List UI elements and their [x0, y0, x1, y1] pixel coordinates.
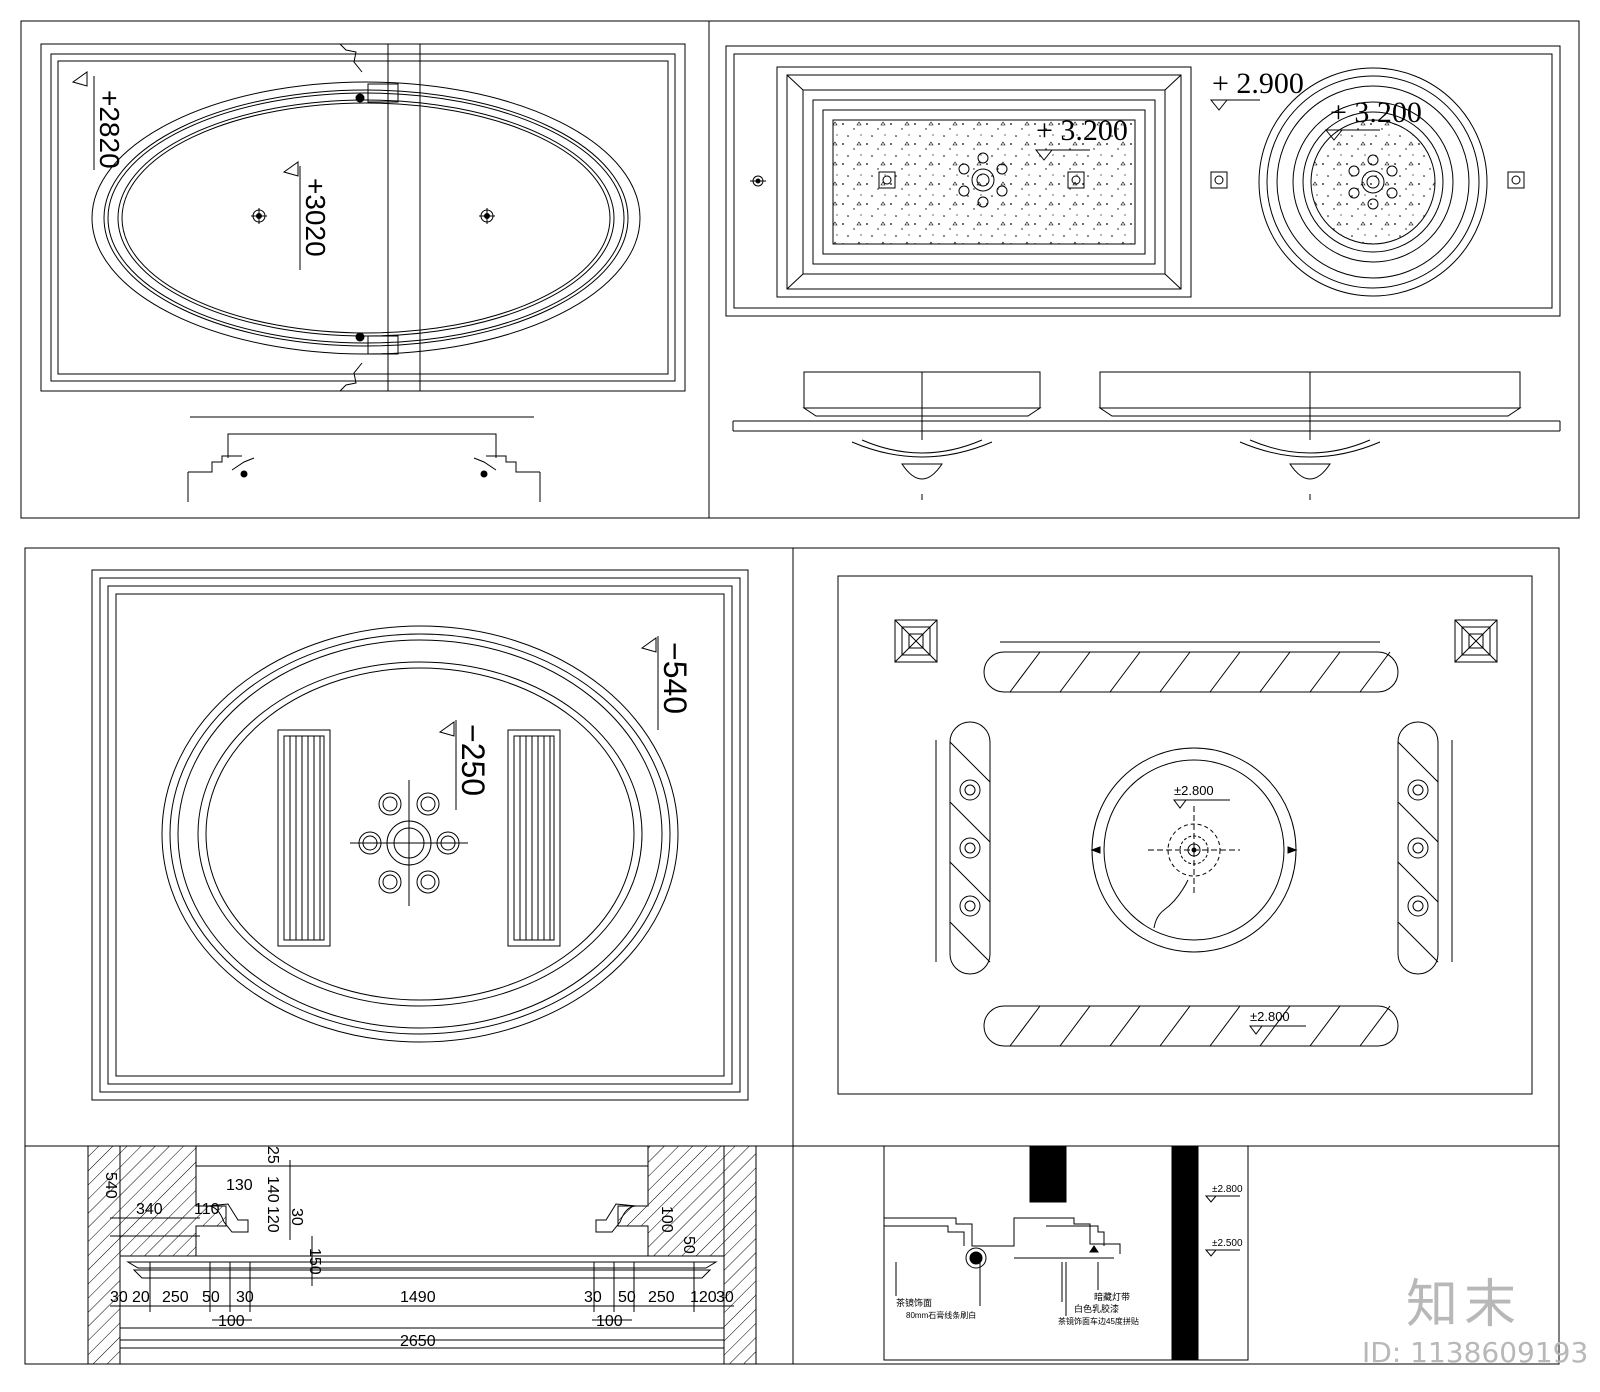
vent-grille-icon	[507, 729, 561, 947]
dim-label: 120	[690, 1289, 717, 1306]
level-label: + 3.200	[1330, 96, 1422, 129]
panel-rect-round-ceiling	[708, 20, 1580, 519]
level-label: ±2.800	[1174, 783, 1214, 798]
panel-detail-section	[792, 1145, 1560, 1365]
dim-label: 340	[136, 1201, 163, 1218]
spotlight-icon	[959, 779, 1429, 917]
dim-label: 1490	[400, 1289, 436, 1306]
level-label: +2820	[94, 90, 125, 169]
chandelier-elevation-icon	[1239, 372, 1381, 500]
dim-label: 30	[288, 1208, 305, 1226]
spotlight-icon	[251, 208, 267, 224]
dim-label: 50	[680, 1236, 697, 1254]
chandelier-icon	[350, 780, 468, 906]
dim-label: 140	[264, 1176, 281, 1203]
material-label: 80mm石膏线条刷白	[906, 1310, 976, 1320]
dim-label: 250	[162, 1289, 189, 1306]
brand-watermark: 知末	[1406, 1275, 1523, 1335]
chandelier-icon	[1348, 154, 1398, 210]
panel-round-ceiling-strips	[792, 547, 1560, 1147]
corner-ornament-icon	[894, 619, 938, 663]
panel6-labels: ±2.800 ±2.500 茶镜饰面 80mm石膏线条刷白 暗藏灯带 白色乳胶漆…	[896, 1184, 1243, 1326]
dim-label: 50	[202, 1289, 220, 1306]
level-marker-icon	[1204, 1195, 1240, 1257]
panel5-dimensions: 540 130 140 25 340 110 120 30 150 100 50…	[102, 1146, 734, 1350]
material-label: 白色乳胶漆	[1074, 1303, 1119, 1314]
panel-section-dimensions	[24, 1145, 794, 1365]
level-marker-icon	[1173, 799, 1306, 1035]
dim-label: 130	[226, 1177, 253, 1194]
panel1-labels: +2820 +3020	[94, 90, 331, 257]
dim-label: 100	[658, 1206, 675, 1233]
dim-label: 110	[194, 1201, 220, 1218]
chandelier-elevation-icon	[851, 372, 993, 500]
dim-label: 540	[102, 1172, 119, 1199]
dim-label: 250	[648, 1289, 675, 1306]
dim-label: 30	[110, 1289, 128, 1306]
level-label: + 3.200	[1036, 114, 1128, 147]
dim-label: 100	[218, 1313, 245, 1330]
dim-label: 30	[584, 1289, 602, 1306]
panel-oval-ceiling	[20, 20, 710, 519]
level-marker-icon	[438, 636, 659, 810]
dim-label: 120	[264, 1206, 281, 1233]
dim-label: 50	[618, 1289, 636, 1306]
panel-oval-vents	[24, 547, 794, 1147]
spotlight-icon	[750, 175, 766, 187]
dim-label: 2650	[400, 1333, 436, 1350]
level-label: −250	[455, 724, 491, 796]
material-label: 暗藏灯带	[1094, 1291, 1130, 1302]
level-marker-icon	[71, 71, 95, 170]
material-label: 茶镜饰面车边45度拼贴	[1058, 1316, 1139, 1326]
level-label: ±2.800	[1250, 1009, 1290, 1024]
dim-label: 20	[132, 1289, 150, 1306]
dim-label: 30	[716, 1289, 734, 1306]
corner-ornament-icon	[1454, 619, 1498, 663]
level-label: ±2.800	[1212, 1184, 1243, 1195]
spotlight-icon	[479, 208, 495, 224]
material-label: 茶镜饰面	[896, 1297, 932, 1308]
level-label: +3020	[300, 178, 331, 257]
panel3-labels: −540 −250	[455, 642, 693, 796]
vent-grille-icon	[277, 729, 331, 947]
level-label: ±2.500	[1212, 1238, 1243, 1249]
panel2-labels: + 2.900 + 3.200 + 3.200	[1036, 67, 1422, 147]
level-marker-icon	[1034, 99, 1380, 161]
dim-label: 25	[264, 1146, 281, 1164]
vent-icon	[878, 171, 1525, 189]
panel4-labels: ±2.800 ±2.800	[1174, 783, 1290, 1024]
pendant-lamp-icon	[1148, 806, 1240, 929]
level-label: + 2.900	[1212, 67, 1304, 100]
document-id: ID: 1138609193	[1362, 1336, 1589, 1369]
dim-label: 150	[306, 1248, 323, 1275]
level-label: −540	[657, 642, 693, 714]
dim-label: 100	[596, 1313, 623, 1330]
level-marker-icon	[282, 161, 301, 270]
chandelier-icon	[958, 152, 1008, 208]
dim-label: 30	[236, 1289, 254, 1306]
